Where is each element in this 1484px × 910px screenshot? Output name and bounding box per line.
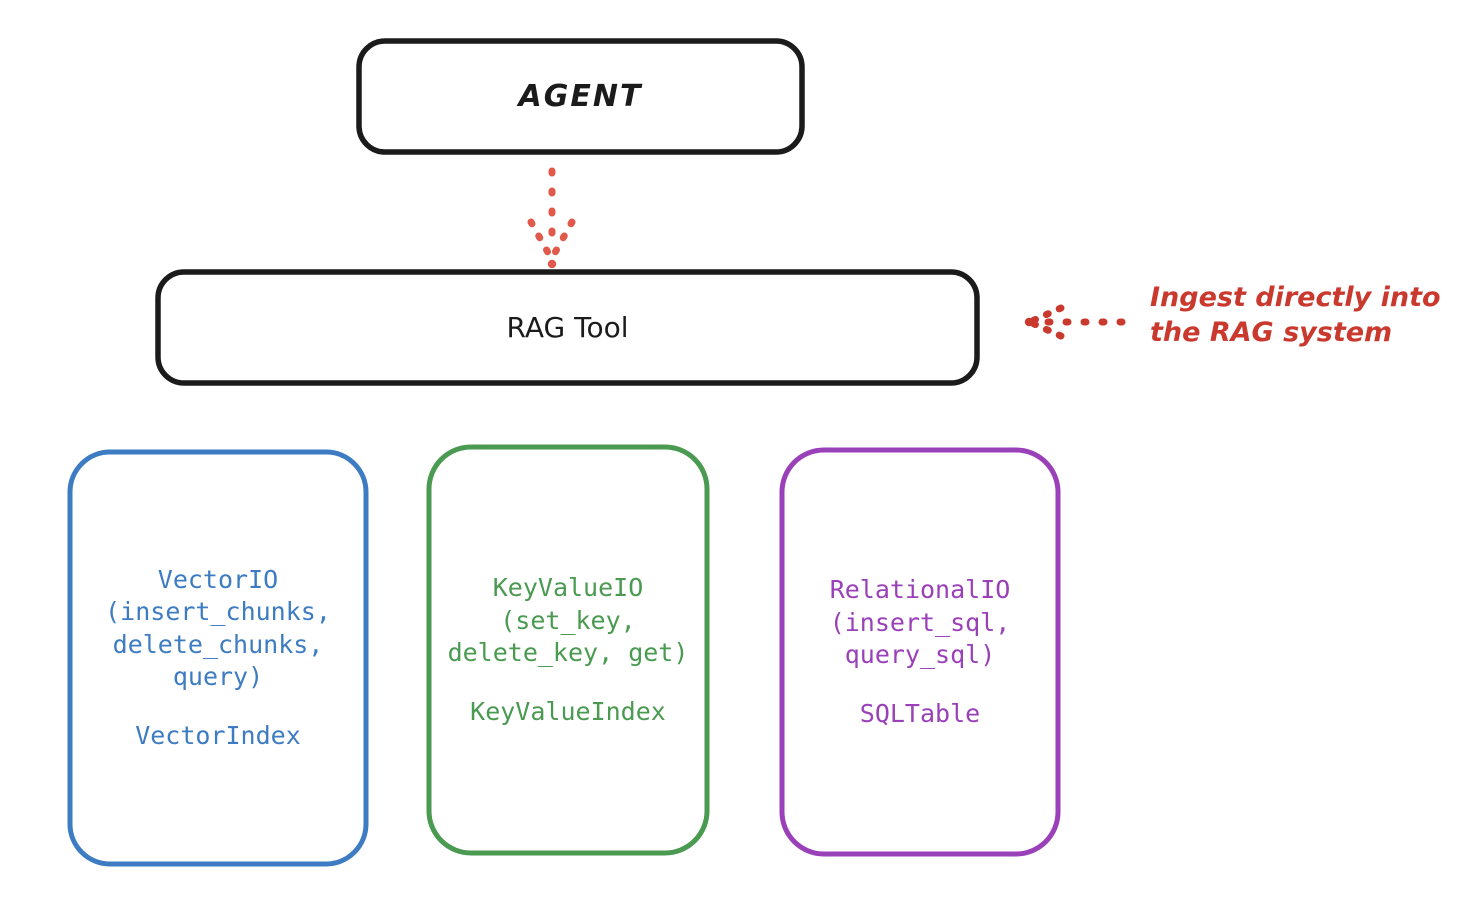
agent-to-rag-connector xyxy=(527,167,576,269)
ingest-annotation-connector xyxy=(1024,304,1126,340)
vector-io-box[interactable] xyxy=(67,449,369,867)
relational-io-box[interactable] xyxy=(779,447,1061,857)
key-value-io-box[interactable] xyxy=(426,444,710,856)
rag-tool-box[interactable] xyxy=(155,269,980,386)
ingest-annotation-text: Ingest directly into the RAG system xyxy=(1150,282,1441,348)
agent-box[interactable] xyxy=(356,38,805,155)
